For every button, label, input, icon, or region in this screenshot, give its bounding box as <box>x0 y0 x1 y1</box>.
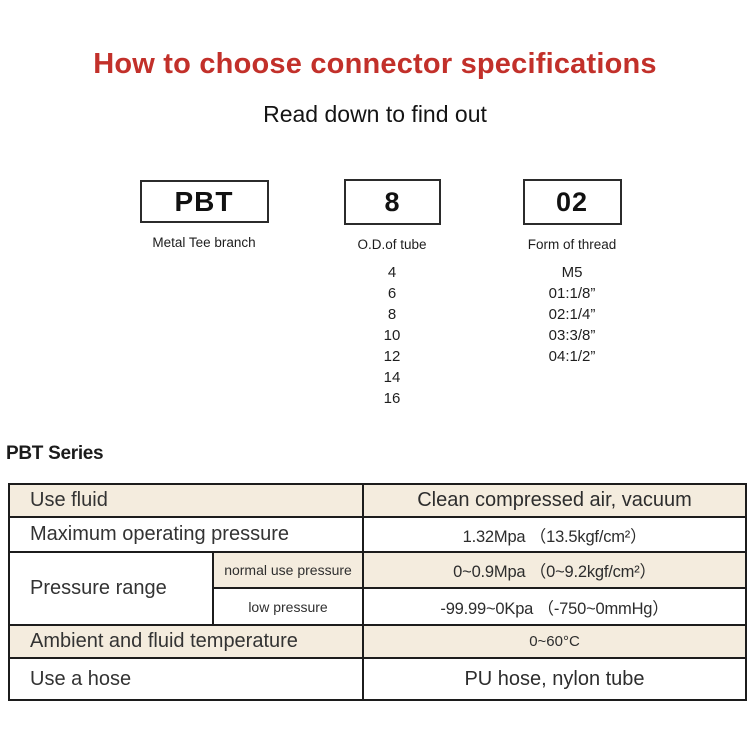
spec-sublabel-normal-pressure: normal use pressure <box>212 551 364 589</box>
spec-value-low-pressure: -99.99~0Kpa （-750~0mmHg） <box>362 587 747 626</box>
spec-label-use-fluid: Use fluid <box>8 483 364 518</box>
option-item: 03:3/8” <box>548 327 596 344</box>
option-item: 4 <box>387 264 397 281</box>
table-row: Pressure range normal use pressure 0~0.9… <box>8 551 747 626</box>
chooser-column-tube-od: 8 O.D.of tube 4 6 8 10 12 14 16 <box>292 179 492 409</box>
thread-label: Form of thread <box>527 237 617 252</box>
spec-label-pressure-range: Pressure range <box>8 551 214 626</box>
option-item: 8 <box>387 306 397 323</box>
thread-code-box: 02 <box>522 179 622 225</box>
table-row: Ambient and fluid temperature 0~60°C <box>8 624 747 659</box>
chooser-column-series: PBT Metal Tee branch <box>104 180 304 260</box>
spec-value-normal-pressure: 0~0.9Mpa （0~9.2kgf/cm²） <box>362 551 747 589</box>
chooser-column-thread: 02 Form of thread M5 01:1/8” 02:1/4” 03:3/8… <box>472 179 672 367</box>
option-item: M5 <box>561 264 583 281</box>
spec-value-use-fluid: Clean compressed air, vacuum <box>362 483 747 518</box>
page-subtitle: Read down to find out <box>263 101 487 127</box>
spec-value-hose: PU hose, nylon tube <box>362 657 747 701</box>
option-item: 16 <box>383 390 401 407</box>
spec-sublabel-low-pressure: low pressure <box>212 587 364 626</box>
table-row: low pressure -99.99~0Kpa （-750~0mmHg） <box>9 587 747 626</box>
thread-option-list: M5 01:1/8” 02:1/4” 03:3/8” 04:1/2” <box>472 262 672 367</box>
series-heading: PBT Series <box>6 443 104 464</box>
series-code-box: PBT <box>139 180 269 223</box>
option-item: 12 <box>383 348 401 365</box>
tube-od-option-list: 4 6 8 10 12 14 16 <box>292 262 492 409</box>
table-row: Use a hose PU hose, nylon tube <box>8 657 747 701</box>
table-row: Use fluid Clean compressed air, vacuum <box>8 483 747 518</box>
tube-od-label: O.D.of tube <box>357 237 427 252</box>
option-item: 14 <box>383 369 401 386</box>
spec-table: Use fluid Clean compressed air, vacuum M… <box>8 483 747 701</box>
spec-value-max-pressure: 1.32Mpa （13.5kgf/cm²） <box>362 516 747 553</box>
table-row: Maximum operating pressure 1.32Mpa （13.5… <box>8 516 747 553</box>
spec-label-max-pressure: Maximum operating pressure <box>8 516 364 553</box>
option-item: 04:1/2” <box>548 348 596 365</box>
option-item: 02:1/4” <box>548 306 596 323</box>
spec-value-temperature: 0~60°C <box>362 624 747 659</box>
option-item: 01:1/8” <box>548 285 596 302</box>
spec-label-temperature: Ambient and fluid temperature <box>8 624 364 659</box>
series-code-label: Metal Tee branch <box>152 235 256 250</box>
spec-label-hose: Use a hose <box>8 657 364 701</box>
page-title: How to choose connector specifications <box>93 48 657 80</box>
option-item: 6 <box>387 285 397 302</box>
option-item: 10 <box>383 327 401 344</box>
tube-od-code-box: 8 <box>343 179 441 225</box>
